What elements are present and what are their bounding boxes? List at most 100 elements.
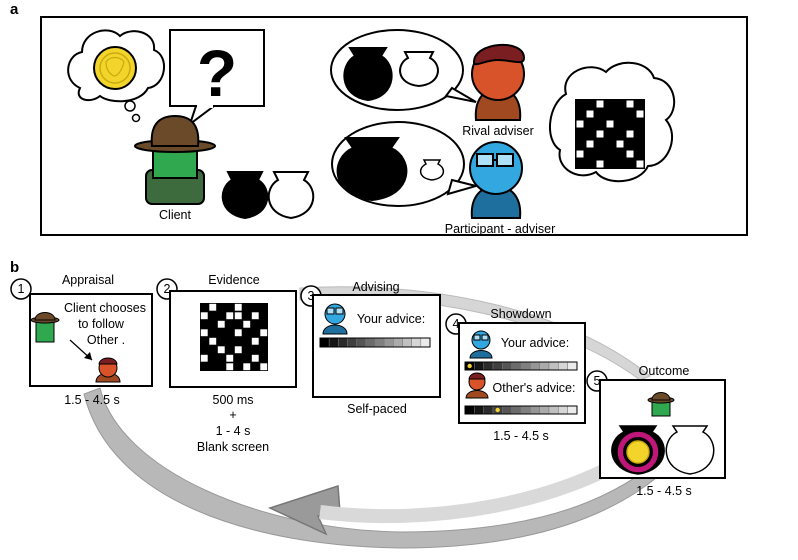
step-3-timing: Self-paced: [347, 402, 407, 416]
step-2-timing-2: +: [229, 408, 236, 422]
grid-cell: [626, 100, 634, 108]
slider-cell: [539, 405, 550, 415]
step-2-timing-3: 1 - 4 s: [216, 424, 251, 438]
slider-cell: [393, 337, 403, 348]
slider-cell: [474, 361, 484, 371]
slider-cell: [530, 361, 540, 371]
slider-cell: [502, 361, 512, 371]
step-4-number: 4: [453, 317, 460, 331]
rival-figure: [471, 44, 526, 121]
step-3-advising: 3 Advising Your advice: Self-paced: [300, 280, 441, 416]
step-3-number: 3: [308, 289, 315, 303]
grid-cell: [626, 150, 634, 158]
grid-cell: [636, 110, 644, 118]
your-advice-slider: [464, 361, 578, 371]
step-4-timing: 1.5 - 4.5 s: [493, 429, 549, 443]
panel-b-tag: b: [10, 259, 19, 276]
grid-cell: [234, 346, 242, 354]
grid-cell: [616, 140, 624, 148]
grid-cell: [596, 100, 604, 108]
slider-cell: [483, 361, 494, 371]
grid-cell: [200, 312, 208, 320]
rival-speech-bubble: [330, 29, 477, 111]
slider-cell: [548, 405, 559, 415]
step-1-appraisal: 1 Appraisal Client chooses to follow Oth…: [10, 273, 153, 407]
slider-cell: [365, 337, 376, 348]
slider-border: [319, 337, 431, 348]
grid-cell: [626, 130, 634, 138]
participant-label: Participant - adviser: [445, 222, 555, 236]
grid-cell: [596, 160, 604, 168]
slider-cell: [567, 361, 578, 371]
slider-marker: [495, 407, 500, 413]
grid-cell: [226, 354, 234, 362]
other-advice-slider: [464, 405, 578, 415]
slider-cell: [483, 405, 494, 415]
step-4-your-advice: Your advice:: [501, 336, 569, 350]
slider-cell: [530, 405, 540, 415]
step-2-timing-1: 500 ms: [213, 393, 254, 407]
slider-cell: [558, 361, 568, 371]
grid-cell: [260, 363, 268, 371]
outcome-coin-icon: [626, 440, 650, 464]
grid-cell: [234, 329, 242, 337]
client-thought-bubble: [67, 29, 166, 123]
step-3-prompt: Your advice:: [357, 312, 425, 326]
slider-cell: [402, 337, 412, 348]
grid-cell: [636, 160, 644, 168]
step-1-timing: 1.5 - 4.5 s: [64, 393, 120, 407]
client-pots: [221, 171, 315, 220]
grid-cell: [226, 312, 234, 320]
slider-cell: [374, 337, 385, 348]
grid-cell: [200, 329, 208, 337]
step-5-outcome: 5 Outcome 1.5 - 4.5 s: [586, 364, 726, 498]
grid-cell: [606, 120, 614, 128]
rival-label: Rival adviser: [462, 124, 534, 138]
slider-cell: [338, 337, 348, 348]
slider-cell: [511, 405, 522, 415]
slider-cell: [520, 361, 531, 371]
step-1-number: 1: [18, 282, 25, 296]
slider-marker: [467, 363, 472, 369]
grid-cell: [234, 303, 242, 311]
grid-cell: [576, 120, 584, 128]
grid-cell: [576, 150, 584, 158]
step-4-other-advice: Other's advice:: [493, 381, 576, 395]
grid-cell: [243, 320, 251, 328]
slider-cell: [474, 405, 484, 415]
slider-cell: [492, 361, 503, 371]
step-2-title: Evidence: [208, 273, 259, 287]
evidence-thought-bubble: [548, 61, 676, 183]
slider-cell: [383, 337, 394, 348]
question-speech-box: ?: [169, 29, 265, 127]
grid-cell: [234, 312, 242, 320]
slider-cell: [420, 337, 431, 348]
step-4-title: Showdown: [490, 307, 551, 321]
thought-grid: [576, 100, 644, 168]
participant-figure: [469, 141, 523, 219]
step-1-title: Appraisal: [62, 273, 114, 287]
panel-a-tag: a: [10, 1, 19, 18]
slider-cell: [567, 405, 578, 415]
slider-cell: [520, 405, 531, 415]
step-3-title: Advising: [352, 280, 399, 294]
slider-cell: [319, 337, 330, 348]
step-1-line-2: to follow: [78, 317, 125, 331]
step-2-evidence: 2 Evidence 500 ms + 1 - 4 s Blank screen: [156, 273, 297, 454]
grid-cell: [209, 337, 217, 345]
grid-cell: [226, 363, 234, 371]
step-5-title: Outcome: [639, 364, 690, 378]
participant-speech-bubble: [331, 121, 480, 207]
slider-cell: [558, 405, 568, 415]
slider-cell: [511, 361, 522, 371]
grid-cell: [217, 320, 225, 328]
client-figure: [134, 114, 216, 205]
step-5-timing: 1.5 - 4.5 s: [636, 484, 692, 498]
slider-border: [464, 405, 578, 415]
question-mark: ?: [197, 36, 237, 110]
slider-cell: [502, 405, 512, 415]
thought-grid-background: [575, 99, 645, 169]
advice-slider: [319, 337, 431, 348]
slider-border: [464, 361, 578, 371]
